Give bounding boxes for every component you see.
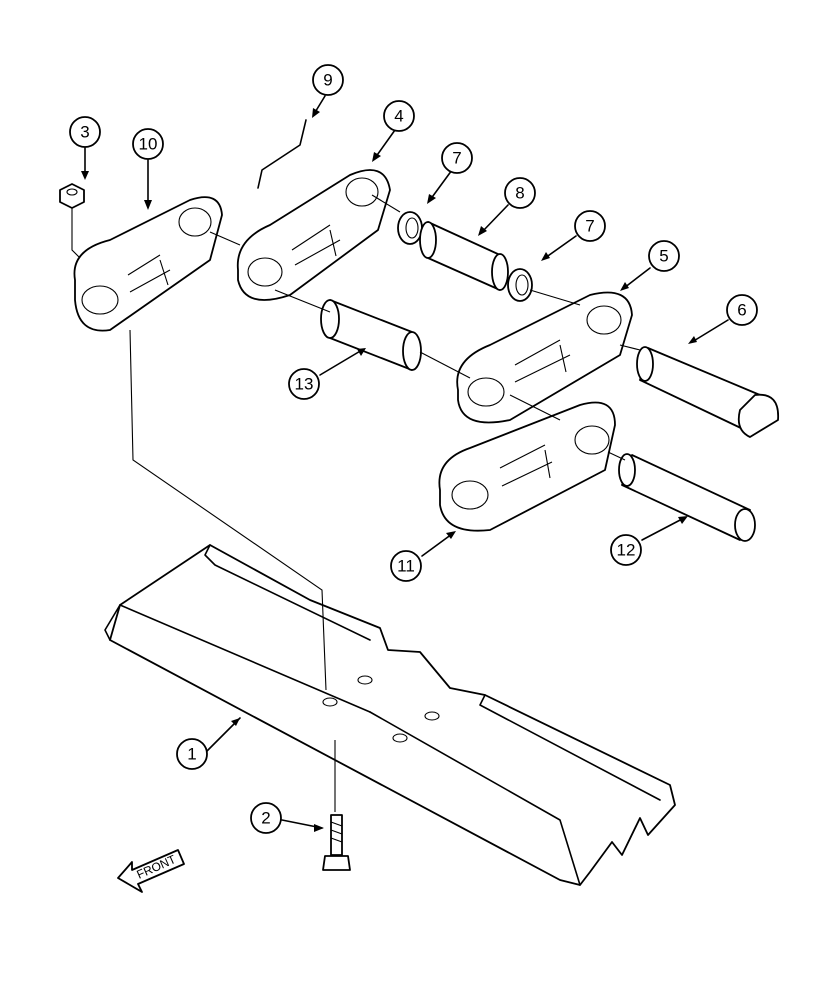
- svg-text:1: 1: [187, 745, 196, 764]
- callout-1: 1: [176, 738, 208, 770]
- callout-5: 5: [648, 240, 680, 272]
- svg-text:7: 7: [452, 149, 461, 168]
- callout-9: 9: [312, 64, 344, 96]
- nut: [59, 183, 85, 209]
- svg-text:9: 9: [323, 71, 332, 90]
- callout-10: 10: [132, 128, 164, 160]
- callout-13: 13: [288, 368, 320, 400]
- svg-text:10: 10: [139, 135, 158, 154]
- svg-text:7: 7: [585, 217, 594, 236]
- svg-text:3: 3: [80, 123, 89, 142]
- svg-text:4: 4: [394, 107, 403, 126]
- bushing-13: [320, 299, 422, 371]
- cotter-pin: [257, 119, 307, 189]
- callout-6: 6: [726, 294, 758, 326]
- callout-4: 4: [383, 100, 415, 132]
- bolt: [322, 814, 351, 871]
- svg-text:8: 8: [515, 184, 524, 203]
- callout-12: 12: [610, 534, 642, 566]
- track-link-5: [456, 291, 633, 424]
- front-direction-arrow: FRONT: [117, 849, 185, 893]
- callout-leaders: [81, 95, 729, 832]
- seal-right: [507, 268, 533, 302]
- svg-text:11: 11: [397, 557, 415, 576]
- callout-8: 8: [504, 177, 536, 209]
- seal-left: [397, 211, 423, 245]
- svg-text:2: 2: [261, 809, 270, 828]
- track-pin-6: [636, 346, 779, 438]
- callout-7-right: 7: [574, 210, 606, 242]
- track-link-10: [73, 196, 223, 332]
- svg-text:5: 5: [659, 247, 668, 266]
- track-shoe: [104, 544, 676, 886]
- callout-11: 11: [390, 550, 422, 582]
- callout-7-left: 7: [441, 142, 473, 174]
- svg-text:12: 12: [617, 541, 636, 560]
- track-link-11: [438, 401, 616, 532]
- svg-text:6: 6: [737, 301, 746, 320]
- callout-2: 2: [250, 802, 282, 834]
- svg-text:13: 13: [295, 375, 314, 394]
- bushing-8: [419, 221, 509, 291]
- track-link-4: [236, 169, 391, 301]
- front-label: FRONT: [135, 852, 179, 882]
- callout-3: 3: [69, 116, 101, 148]
- track-pin-12: [618, 453, 756, 542]
- assembly-guide-lines: [71, 194, 641, 812]
